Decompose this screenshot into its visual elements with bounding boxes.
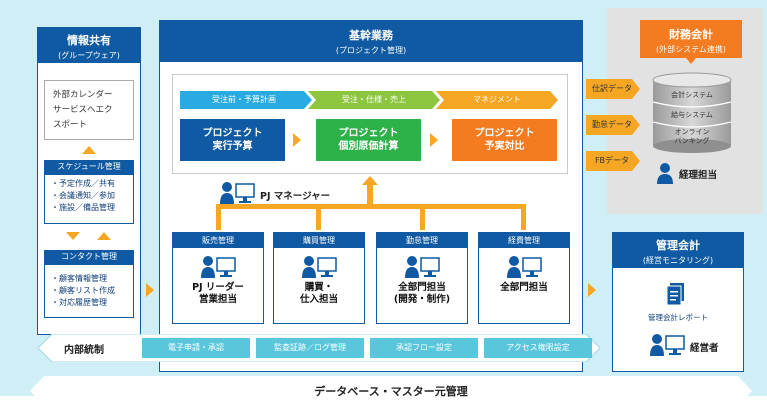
report-icon xyxy=(666,283,684,306)
dept-attendance: 勤怠管理 全部門担当 (開発・制作) xyxy=(376,232,468,324)
control-approval-flow: 承認フロー設定 xyxy=(370,338,478,358)
dept-line: PJ リーダー xyxy=(192,282,244,293)
project-line: 実行予算 xyxy=(212,141,253,152)
finance-caret xyxy=(686,58,696,64)
export-line: スポート xyxy=(53,120,88,130)
finance-title: 財務会計 xyxy=(669,28,713,41)
phase-bar xyxy=(180,91,558,109)
person-at-pc-icon xyxy=(405,256,440,278)
phase-label-3: マネジメント xyxy=(473,95,521,104)
dept-title: 販売管理 xyxy=(173,233,263,248)
phase-label-1: 受注前・予算計画 xyxy=(212,95,276,104)
executive-label: 経営者 xyxy=(690,343,719,354)
schedule-item: ・予定作成／共有 xyxy=(51,179,115,188)
finance-subtitle: (外部システム連携) xyxy=(655,45,726,54)
executive-icon xyxy=(650,334,685,356)
phase-2-shape xyxy=(308,91,440,109)
person-at-pc-icon xyxy=(507,256,542,278)
schedule-item: ・会議通知／参加 xyxy=(51,191,115,200)
arrow-right-icon xyxy=(146,283,154,297)
dept-line: 仕入担当 xyxy=(299,294,338,305)
dept-purchasing: 購買管理 購買・ 仕入担当 xyxy=(273,232,365,324)
connector-tree xyxy=(216,176,526,230)
pj-manager-label: PJ マネージャー xyxy=(260,191,331,202)
project-line: プロジェクト xyxy=(338,128,399,139)
project-cost: プロジェクト個別原価計算 xyxy=(316,119,421,161)
db-system: オンライン バンキング xyxy=(651,128,733,146)
arrow-right-icon xyxy=(588,283,596,297)
export-box: 外部カレンダー サービスへエク スポート xyxy=(44,80,134,140)
arrow-right-icon xyxy=(293,133,301,147)
project-line: 個別原価計算 xyxy=(338,141,399,152)
person-at-pc-icon xyxy=(302,256,337,278)
mgmt-subtitle: (経営モニタリング) xyxy=(642,256,714,265)
schedule-header: スケジュール管理 xyxy=(44,160,134,174)
contact-item: ・顧客情報管理 xyxy=(51,274,107,283)
control-audit-log: 監査証跡／ログ管理 xyxy=(256,338,364,358)
contact-list: ・顧客情報管理 ・顧客リスト作成 ・対応履歴管理 xyxy=(44,264,134,318)
person-at-pc-icon xyxy=(201,256,236,278)
phase-3-shape xyxy=(436,91,558,109)
internal-control-title: 内部統制 xyxy=(64,345,104,356)
core-subtitle: (プロジェクト管理) xyxy=(335,46,407,55)
accountant-icon xyxy=(657,163,673,184)
info-subtitle: (グループウェア) xyxy=(58,51,120,60)
dept-title: 勤怠管理 xyxy=(377,233,467,248)
dept-line: 全部門担当 xyxy=(500,282,548,293)
core-title: 基幹業務 xyxy=(349,29,393,42)
phase-1-shape xyxy=(180,91,312,109)
flow-journal: 仕訳データ xyxy=(592,84,632,93)
db-system-line: バンキング xyxy=(674,137,710,145)
flow-fb: FBデータ xyxy=(594,156,630,165)
footer-title: データベース・マスター元管理 xyxy=(314,385,468,398)
pj-manager-icon xyxy=(220,182,255,204)
arrow-down-icon xyxy=(66,232,80,240)
export-line: 外部カレンダー xyxy=(53,90,113,100)
export-line: サービスへエク xyxy=(53,105,113,115)
database-icon xyxy=(652,72,732,153)
contact-item: ・顧客リスト作成 xyxy=(51,286,115,295)
db-system: 給与システム xyxy=(671,111,713,119)
info-header: 情報共有 (グループウェア) xyxy=(37,27,141,63)
dept-title: 経費管理 xyxy=(479,233,569,248)
project-line: 予実対比 xyxy=(484,141,525,152)
core-header: 基幹業務 (プロジェクト管理) xyxy=(159,20,583,62)
project-variance: プロジェクト予実対比 xyxy=(452,119,557,161)
arrow-right-icon xyxy=(430,133,438,147)
db-system-line: オンライン xyxy=(674,128,710,136)
project-budget: プロジェクト実行予算 xyxy=(180,119,285,161)
footer-band xyxy=(30,376,752,406)
db-system: 会計システム xyxy=(671,91,713,99)
arrow-up-icon xyxy=(82,146,96,154)
project-line: プロジェクト xyxy=(202,128,263,139)
dept-line: 全部門担当 xyxy=(398,282,446,293)
info-title: 情報共有 xyxy=(67,34,111,47)
mgmt-header: 管理会計 (経営モニタリング) xyxy=(612,232,744,268)
control-e-approval: 電子申請・承認 xyxy=(142,338,250,358)
arrow-up-icon xyxy=(97,232,111,240)
accountant-label: 経理担当 xyxy=(679,170,718,181)
dept-title: 購買管理 xyxy=(274,233,364,248)
dept-expenses: 経費管理 全部門担当 xyxy=(478,232,570,324)
schedule-item: ・施設／備品管理 xyxy=(51,203,115,212)
dept-sales: 販売管理 PJ リーダー 営業担当 xyxy=(172,232,264,324)
schedule-list: ・予定作成／共有 ・会議通知／参加 ・施設／備品管理 xyxy=(44,174,134,224)
contact-item: ・対応履歴管理 xyxy=(51,298,107,307)
data-flow-arrows xyxy=(586,79,640,171)
report-label: 管理会計レポート xyxy=(648,313,708,322)
control-access-rights: アクセス権限設定 xyxy=(484,338,592,358)
project-line: プロジェクト xyxy=(474,128,535,139)
dept-line: 営業担当 xyxy=(198,294,237,305)
dept-line: (開発・制作) xyxy=(393,294,451,305)
phase-label-2: 受注・仕様・売上 xyxy=(342,95,406,104)
flow-attendance: 勤怠データ xyxy=(592,120,632,129)
dept-line: 購買・ xyxy=(304,282,334,293)
finance-header: 財務会計 (外部システム連携) xyxy=(640,20,742,58)
contact-header: コンタクト管理 xyxy=(44,250,134,264)
mgmt-title: 管理会計 xyxy=(656,239,700,252)
